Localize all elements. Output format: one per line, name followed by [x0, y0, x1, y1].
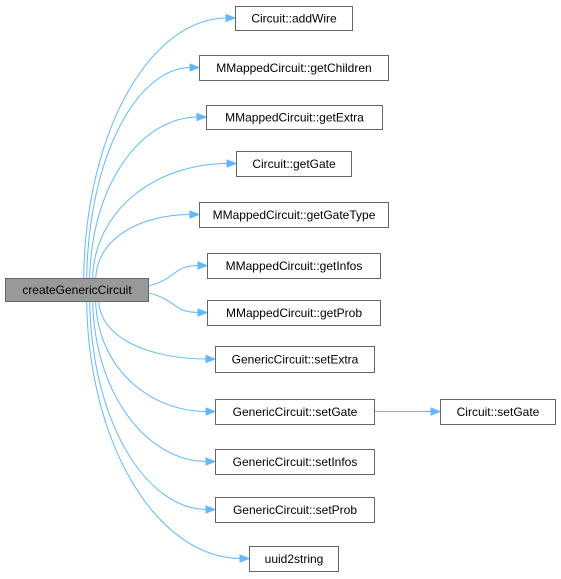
- edge-root-to-n11-arrowhead: [205, 505, 217, 514]
- node-n10[interactable]: GenericCircuit::setInfos: [215, 449, 375, 475]
- node-n1-label: Circuit::addWire: [251, 12, 337, 26]
- node-n4-box: [236, 151, 352, 177]
- node-n12-box: [249, 546, 339, 572]
- node-n6-label: MMappedCircuit::getInfos: [226, 259, 363, 273]
- edge-root-to-n4-arrowhead: [226, 159, 238, 168]
- edge-root-to-n9: [95, 300, 208, 412]
- node-n2[interactable]: MMappedCircuit::getChildren: [199, 55, 389, 81]
- node-n11[interactable]: GenericCircuit::setProb: [215, 497, 375, 523]
- node-n5[interactable]: MMappedCircuit::getGateType: [199, 202, 389, 228]
- node-n13[interactable]: Circuit::setGate: [440, 399, 556, 425]
- edge-root-to-n2: [86, 67, 192, 279]
- root-node-box: [5, 278, 149, 302]
- root-node[interactable]: createGenericCircuit: [5, 278, 149, 302]
- edge-root-to-n2-arrowhead: [189, 63, 201, 72]
- edge-root-to-n10: [92, 300, 208, 462]
- node-n7-label: MMappedCircuit::getProb: [226, 306, 362, 320]
- edge-root-to-n3: [89, 116, 199, 279]
- node-n6-box: [207, 253, 381, 279]
- edge-root-to-n3-arrowhead: [196, 112, 208, 122]
- edge-root-to-n1: [83, 17, 228, 279]
- edge-n9-to-n13-arrowhead: [430, 407, 442, 416]
- node-n1-box: [235, 6, 353, 31]
- node-n3-box: [206, 105, 383, 130]
- root-node-label: createGenericCircuit: [22, 283, 132, 297]
- node-n8-box: [215, 346, 375, 373]
- edge-root-to-n5-arrowhead: [189, 210, 201, 219]
- node-n2-label: MMappedCircuit::getChildren: [216, 61, 371, 75]
- node-n7-box: [207, 300, 381, 326]
- node-n4-label: Circuit::getGate: [252, 157, 336, 171]
- node-n10-box: [215, 449, 375, 475]
- node-n9-label: GenericCircuit::setGate: [233, 405, 358, 419]
- edge-root-to-n11: [89, 300, 208, 510]
- edge-root-to-n8-arrowhead: [205, 354, 217, 364]
- node-n12[interactable]: uuid2string: [249, 546, 339, 572]
- node-n9[interactable]: GenericCircuit::setGate: [215, 399, 375, 425]
- node-n7[interactable]: MMappedCircuit::getProb: [207, 300, 381, 326]
- node-n3[interactable]: MMappedCircuit::getExtra: [206, 105, 383, 130]
- node-n5-label: MMappedCircuit::getGateType: [213, 208, 376, 222]
- node-n13-label: Circuit::setGate: [457, 405, 540, 419]
- edge-root-to-n9-arrowhead: [205, 407, 217, 416]
- node-n11-label: GenericCircuit::setProb: [233, 503, 357, 517]
- edge-root-to-n12-arrowhead: [239, 554, 251, 563]
- edge-root-to-n6: [147, 265, 200, 287]
- edge-root-to-n7-arrowhead: [197, 308, 209, 317]
- edge-root-to-n12: [86, 300, 242, 559]
- node-n3-label: MMappedCircuit::getExtra: [225, 111, 364, 125]
- edge-root-to-n7: [147, 292, 200, 313]
- node-n1[interactable]: Circuit::addWire: [235, 6, 353, 31]
- graph-edges: [83, 13, 442, 563]
- node-n9-box: [215, 399, 375, 425]
- node-n4[interactable]: Circuit::getGate: [236, 151, 352, 177]
- node-n6[interactable]: MMappedCircuit::getInfos: [207, 253, 381, 279]
- node-n10-label: GenericCircuit::setInfos: [233, 455, 358, 469]
- edge-root-to-n10-arrowhead: [205, 457, 217, 466]
- edge-root-to-n6-arrowhead: [197, 261, 209, 270]
- node-n8-label: GenericCircuit::setExtra: [232, 353, 359, 367]
- edge-root-to-n1-arrowhead: [225, 13, 237, 23]
- node-n12-label: uuid2string: [265, 552, 324, 566]
- node-n11-box: [215, 497, 375, 523]
- edge-root-to-n4: [92, 163, 229, 279]
- edge-root-to-n8: [98, 300, 208, 360]
- node-n8[interactable]: GenericCircuit::setExtra: [215, 346, 375, 373]
- edge-root-to-n5: [95, 214, 192, 279]
- graph-nodes: createGenericCircuit Circuit::addWireMMap…: [5, 6, 556, 572]
- node-n13-box: [440, 399, 556, 425]
- node-n5-box: [199, 202, 389, 228]
- node-n2-box: [199, 55, 389, 81]
